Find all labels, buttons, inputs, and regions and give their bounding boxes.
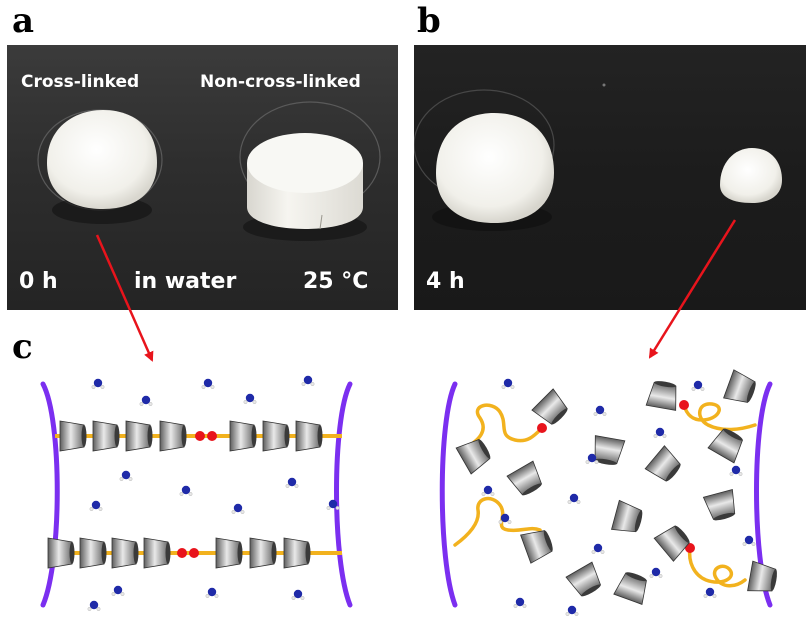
time-label-b: 4 h: [426, 269, 465, 294]
photo-b-drawing: [414, 83, 782, 231]
membrane-right-inner: [439, 381, 458, 608]
membrane-left-inner: [334, 381, 353, 608]
polyrotaxane-top: [55, 420, 342, 452]
arrow-a-to-c: [95, 234, 154, 362]
panel-b-letter: b: [417, 1, 441, 41]
cross-linked-gel-4h: [436, 113, 554, 223]
photo-panel-b: 4 h: [414, 45, 806, 310]
label-non-cross-linked: Non-cross-linked: [200, 72, 361, 92]
time-label-a: 0 h: [19, 269, 58, 294]
cross-linked-gel: [47, 110, 157, 209]
water-molecules-left: [87, 375, 340, 611]
medium-label: in water: [134, 269, 237, 294]
panel-c-letter: c: [12, 327, 33, 367]
temperature-label: 25 °C: [303, 269, 369, 294]
polyrotaxane-bottom: [47, 537, 342, 569]
panel-a-letter: a: [12, 1, 35, 41]
label-cross-linked: Cross-linked: [21, 72, 140, 92]
arrow-b-to-c: [648, 219, 737, 359]
membrane-left-outer: [40, 381, 60, 608]
photo-panel-a: Cross-linked Non-cross-linked 0 h in wat…: [7, 45, 398, 310]
non-cross-linked-gel-top: [247, 133, 363, 193]
photo-a-drawing: [37, 101, 381, 241]
non-cross-linked-gel-4h: [720, 148, 782, 203]
free-chains: [453, 400, 757, 588]
